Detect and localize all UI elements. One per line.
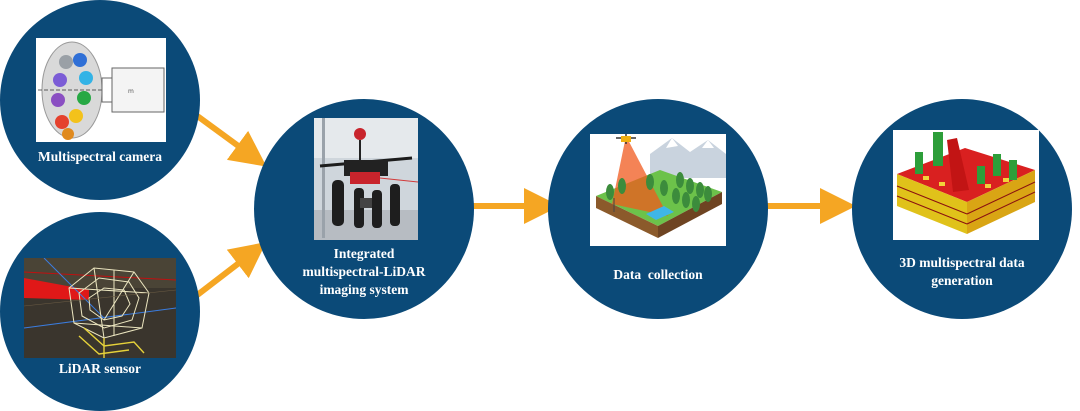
imaging-system-photo xyxy=(314,118,418,240)
camera-label: Multispectral camera xyxy=(37,149,163,164)
multispectral-camera-image: m xyxy=(36,38,166,142)
generation-label-line-2: generation xyxy=(931,273,993,288)
arrow-camera-to-system xyxy=(194,112,267,167)
generation-label-line-1: 3D multispectral data xyxy=(899,255,1025,270)
lidar-label: LiDAR sensor xyxy=(58,361,142,376)
system-label-line-2: multispectral-LiDAR xyxy=(302,264,426,279)
collection-label: Data collection xyxy=(613,267,703,282)
system-label-line-1: Integrated xyxy=(333,246,395,261)
system-label-line-3: imaging system xyxy=(319,282,409,297)
data-collection-illustration xyxy=(590,134,726,246)
arrow-lidar-to-system xyxy=(194,242,267,299)
lidar-sensor-image xyxy=(24,258,176,358)
3d-multispectral-model-image xyxy=(893,130,1039,240)
svg-text:m: m xyxy=(128,88,134,95)
